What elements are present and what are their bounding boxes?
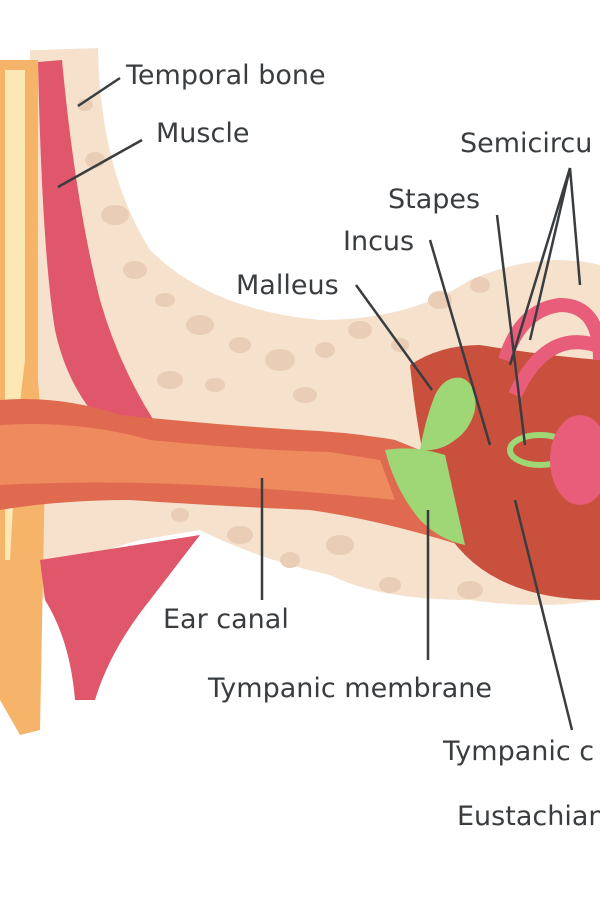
label-semicircular: Semicircu bbox=[460, 128, 593, 159]
semicircular-canals-shape bbox=[498, 297, 600, 399]
label-ear-canal: Ear canal bbox=[163, 604, 289, 635]
label-stapes: Stapes bbox=[388, 184, 481, 215]
label-temporal-bone: Temporal bone bbox=[126, 60, 326, 91]
leader-lines bbox=[57, 76, 582, 731]
muscle-shape bbox=[38, 60, 160, 440]
lower-muscle-shape bbox=[40, 535, 200, 700]
label-tympanic-cavity: Tympanic c bbox=[443, 736, 595, 767]
label-malleus: Malleus bbox=[236, 270, 339, 301]
bone-pores bbox=[77, 99, 490, 599]
label-tympanic-membrane: Tympanic membrane bbox=[208, 673, 493, 704]
malleus-shape bbox=[420, 377, 476, 451]
ear-canal-inner bbox=[0, 424, 395, 500]
label-incus: Incus bbox=[343, 226, 415, 257]
label-muscle: Muscle bbox=[156, 118, 250, 149]
label-eustachian: Eustachian bbox=[457, 801, 600, 832]
cochlea-shape bbox=[550, 415, 600, 505]
tympanic-membrane-shape bbox=[385, 448, 465, 545]
